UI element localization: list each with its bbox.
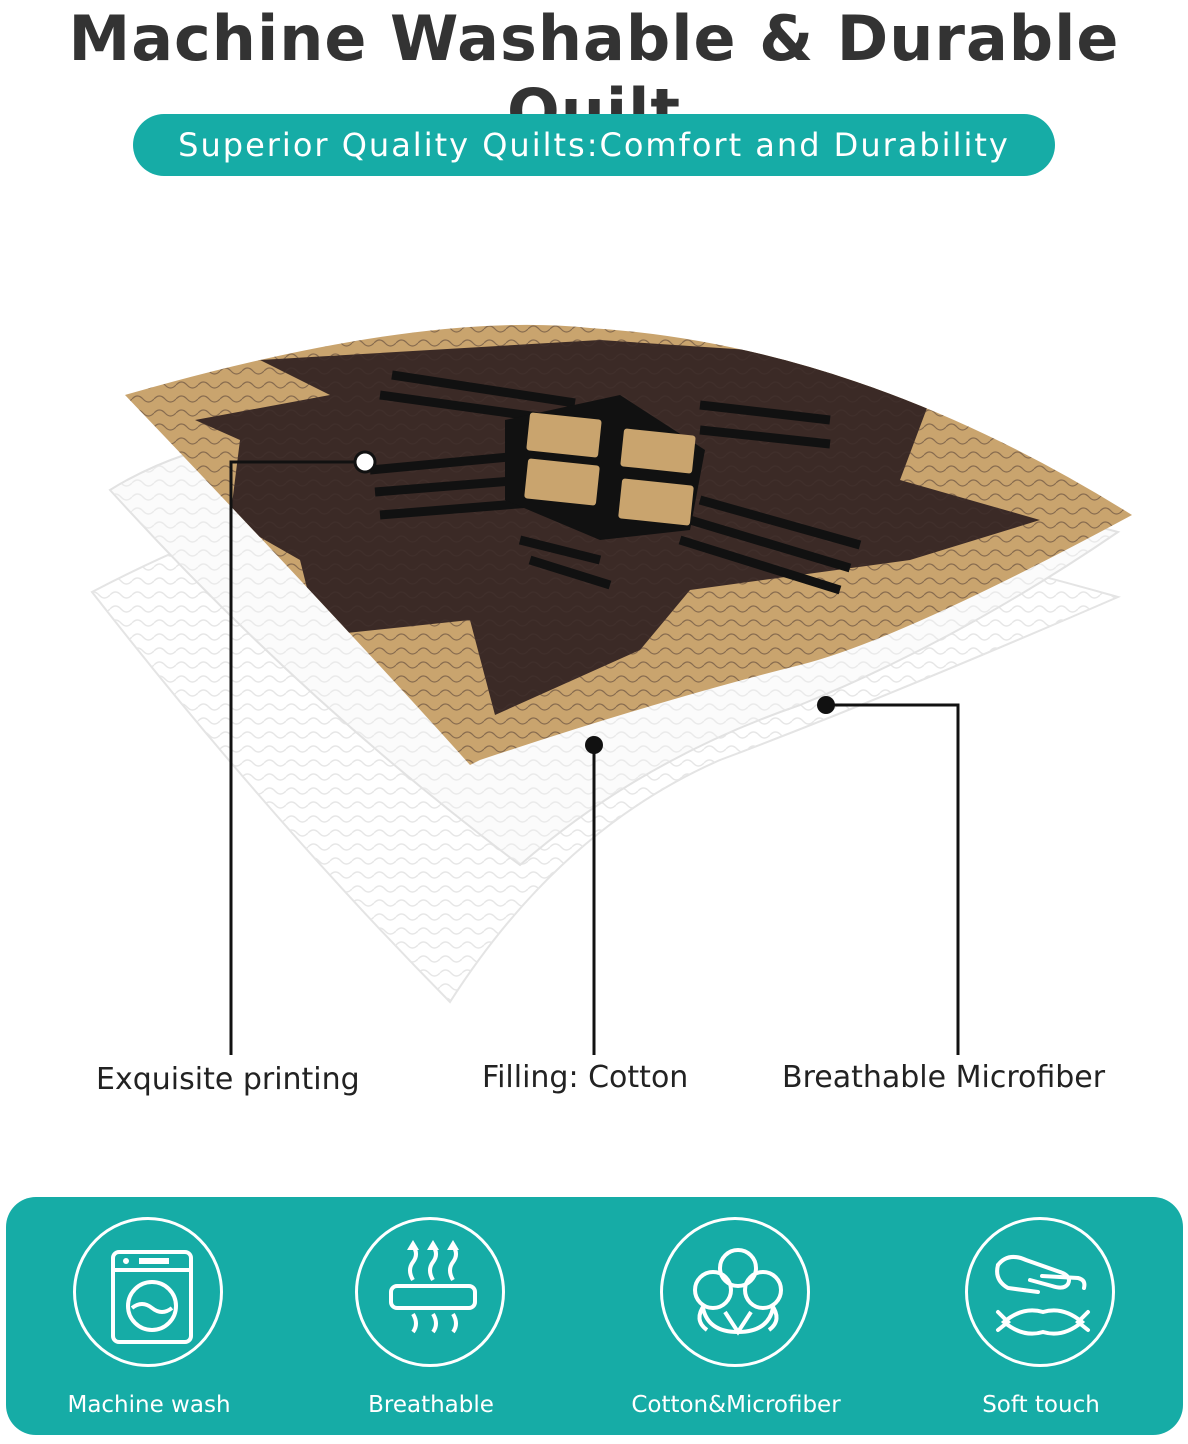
subtitle-banner: Superior Quality Quilts:Comfort and Dura… [133,114,1055,176]
callout-line-filling [585,736,603,1055]
feature-machine-wash: Machine wash [49,1217,249,1427]
feature-label: Soft touch [982,1392,1100,1418]
feature-label: Breathable [368,1392,494,1418]
callout-label-microfiber: Breathable Microfiber [782,1060,1106,1095]
feature-breathable: Breathable [331,1217,531,1427]
feature-soft-touch: Soft touch [941,1217,1141,1427]
callout-line-microfiber [817,696,960,1055]
page-title: Machine Washable & Durable Quilt [68,2,1120,148]
callout-label-printing: Exquisite printing [96,1062,360,1097]
callout-label-filling: Filling: Cotton [482,1060,689,1095]
feature-label: Cotton&Microfiber [631,1392,841,1418]
breathable-icon [355,1217,505,1367]
feature-cotton-microfiber: Cotton&Microfiber [631,1217,841,1427]
cotton-icon [660,1217,810,1367]
feature-label: Machine wash [67,1392,231,1418]
soft-touch-icon [965,1217,1115,1367]
callout-line-printing [229,450,377,1055]
quilt-layers-illustration [90,324,1132,1055]
washing-machine-icon [73,1217,223,1367]
